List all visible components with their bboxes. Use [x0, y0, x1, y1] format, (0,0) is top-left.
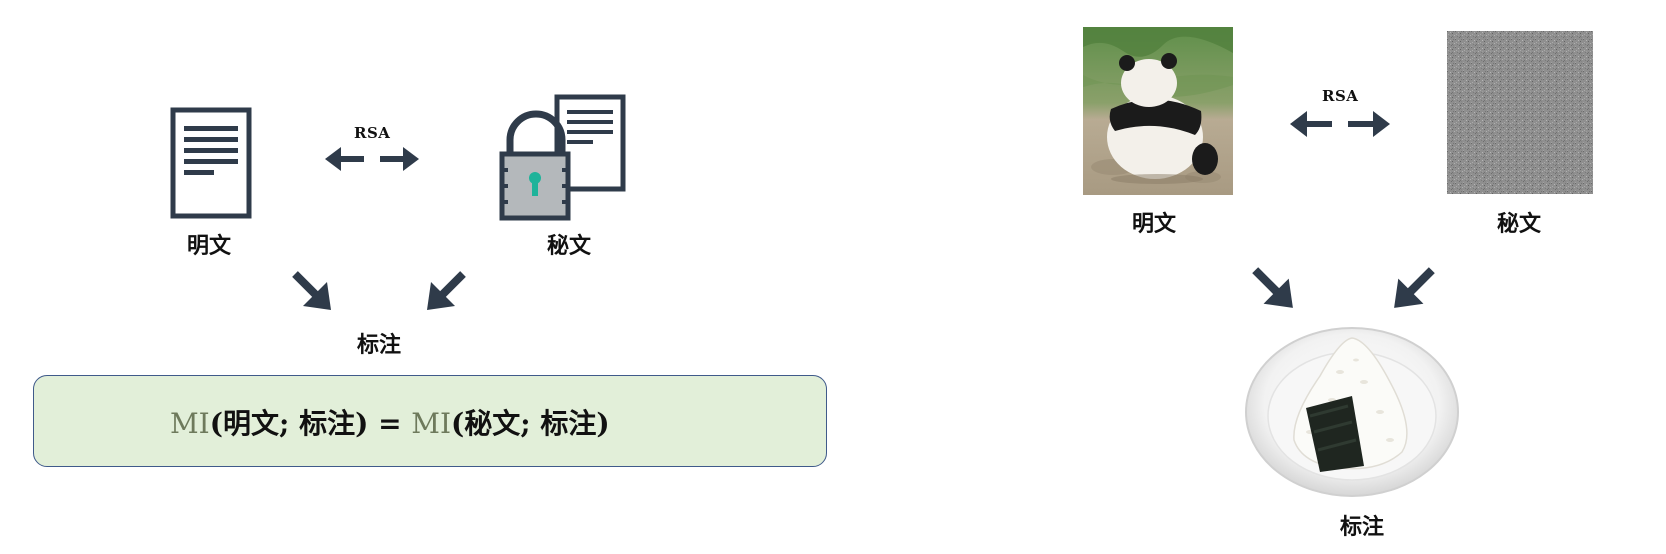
rice-ball-image	[1245, 327, 1459, 497]
left-annotation-label: 标注	[357, 332, 402, 358]
left-ciphertext-label: 秘文	[547, 233, 592, 259]
left-rsa-label: RSA	[354, 124, 391, 142]
double-arrow-icon	[325, 147, 419, 171]
arrow-down-left-icon	[427, 271, 466, 310]
locked-document-icon	[499, 94, 626, 221]
right-annotation-label: 标注	[1340, 514, 1385, 540]
right-plaintext-label: 明文	[1132, 211, 1177, 237]
left-plaintext-label: 明文	[187, 233, 232, 259]
formula-part-1: (明文; 标注) =	[209, 407, 412, 440]
arrow-down-right-icon	[292, 271, 331, 310]
arrow-down-right-icon	[1252, 267, 1293, 308]
formula-mi-2: MI	[411, 407, 452, 440]
right-rsa-label: RSA	[1322, 87, 1359, 105]
double-arrow-icon	[1290, 111, 1390, 137]
noise-image	[1447, 31, 1593, 194]
mutual-information-formula-box: MI(明文; 标注) = MI(秘文; 标注)	[33, 375, 827, 467]
arrow-down-left-icon	[1394, 267, 1435, 308]
formula-part-2: (秘文; 标注)	[451, 407, 610, 440]
panda-image	[1083, 27, 1233, 195]
mutual-information-formula: MI(明文; 标注) = MI(秘文; 标注)	[170, 402, 610, 442]
document-icon	[170, 107, 252, 219]
formula-mi-1: MI	[170, 407, 210, 440]
right-ciphertext-label: 秘文	[1497, 211, 1542, 237]
